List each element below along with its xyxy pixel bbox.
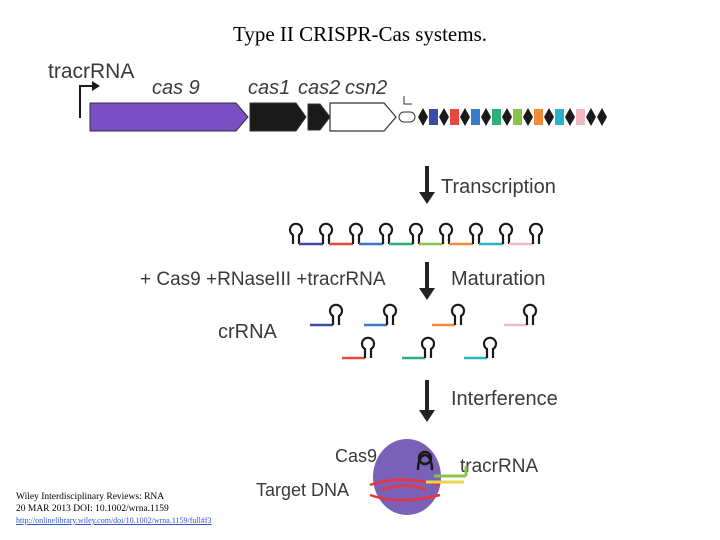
repeat-diamond xyxy=(460,108,470,126)
crrna-molecule xyxy=(310,303,344,327)
repeat-diamond xyxy=(418,108,428,126)
spacer-block xyxy=(429,109,438,125)
transcription-arrow xyxy=(419,166,435,204)
cas2-gene-arrow xyxy=(307,103,331,131)
cas9-gene-arrow xyxy=(89,102,249,132)
csn2-gene-label: csn2 xyxy=(345,77,387,99)
cas1-gene-arrow xyxy=(249,102,307,132)
pre-crrna-transcript xyxy=(288,222,544,246)
repeat-hairpin xyxy=(360,336,376,358)
maturation-factors-label: + Cas9 +RNaseIII +tracrRNA xyxy=(140,269,386,290)
repeat-diamond xyxy=(481,108,491,126)
repeat-hairpin xyxy=(382,303,398,325)
cas9-protein xyxy=(373,439,441,515)
interference-arrow xyxy=(419,380,435,422)
leader-sequence xyxy=(398,96,416,123)
spacer-block xyxy=(576,109,585,125)
repeat-hairpin xyxy=(438,222,454,244)
repeat-hairpin xyxy=(378,222,394,244)
figure-citation: Wiley Interdisciplinary Reviews: RNA 20 … xyxy=(16,491,316,527)
repeat-hairpin xyxy=(528,222,544,244)
maturation-label: Maturation xyxy=(451,268,546,290)
repeat-diamond xyxy=(597,108,607,126)
crrna-molecule xyxy=(504,303,538,327)
crrna-molecule xyxy=(464,336,498,360)
target-dna-label: Target DNA xyxy=(256,480,349,500)
citation-journal: Wiley Interdisciplinary Reviews: RNA xyxy=(16,492,165,502)
spacer-block xyxy=(555,109,564,125)
maturation-arrow xyxy=(419,262,435,300)
repeat-hairpin xyxy=(328,303,344,325)
spacer-block xyxy=(450,109,459,125)
crrna-molecule xyxy=(432,303,466,327)
repeat-hairpin xyxy=(468,222,484,244)
tracrrna-promoter-arrow xyxy=(79,81,100,118)
transcription-label: Transcription xyxy=(441,176,556,198)
citation-link[interactable]: http://onlinelibrary.wiley.com/doi/10.10… xyxy=(16,516,212,525)
repeat-diamond xyxy=(523,108,533,126)
spacer-block xyxy=(534,109,543,125)
crrna-tracrrna-guide xyxy=(416,450,468,484)
repeat-hairpin xyxy=(522,303,538,325)
repeat-diamond xyxy=(544,108,554,126)
csn2-gene-arrow xyxy=(329,102,397,132)
complex-tracrrna-label: tracrRNA xyxy=(460,456,538,477)
crispr-array xyxy=(418,108,607,126)
repeat-hairpin xyxy=(288,222,304,244)
repeat-hairpin xyxy=(498,222,514,244)
crrna-molecule xyxy=(364,303,398,327)
spacer-block xyxy=(513,109,522,125)
crrna-label: crRNA xyxy=(218,321,278,343)
cas9-label: Cas9 xyxy=(335,446,377,466)
repeat-hairpin xyxy=(420,336,436,358)
mature-crrnas xyxy=(310,303,538,360)
repeat-diamond xyxy=(586,108,596,126)
cas1-gene-label: cas1 xyxy=(248,77,290,99)
repeat-hairpin xyxy=(318,222,334,244)
cas9-gene-label: cas 9 xyxy=(152,77,200,99)
repeat-hairpin xyxy=(408,222,424,244)
cas2-gene-label: cas2 xyxy=(298,77,340,99)
citation-doi: 20 MAR 2013 DOI: 10.1002/wrna.1159 xyxy=(16,504,169,514)
repeat-hairpin xyxy=(482,336,498,358)
repeat-diamond xyxy=(439,108,449,126)
spacer-block xyxy=(471,109,480,125)
figure-title: Type II CRISPR-Cas systems. xyxy=(232,22,488,46)
repeat-diamond xyxy=(502,108,512,126)
repeat-diamond xyxy=(565,108,575,126)
crrna-molecule xyxy=(342,336,376,360)
crrna-molecule xyxy=(402,336,436,360)
tracrrna-gene-label: tracrRNA xyxy=(48,60,134,83)
repeat-hairpin xyxy=(348,222,364,244)
interference-label: Interference xyxy=(451,388,558,410)
repeat-hairpin xyxy=(450,303,466,325)
spacer-block xyxy=(492,109,501,125)
